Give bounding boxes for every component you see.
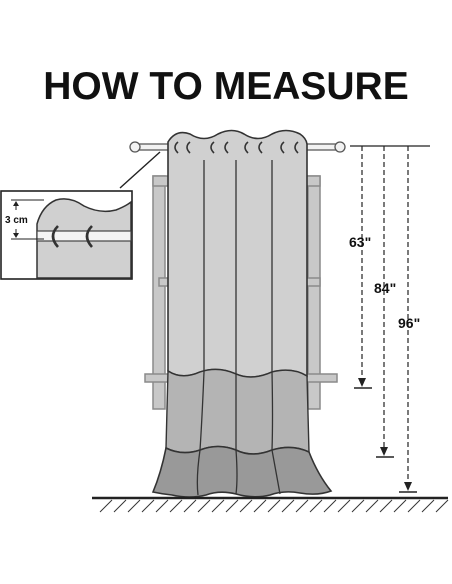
grommet-ring-1 (174, 141, 179, 154)
inset-rod (36, 230, 132, 242)
page-title: HOW TO MEASURE (43, 65, 409, 108)
measure-84-arrowhead (380, 447, 388, 456)
inset-gap-label: 3 cm (5, 215, 28, 226)
measure-96-label: 96" (398, 315, 420, 331)
inset-dim-upper-arrowhead (13, 201, 19, 206)
grommet-rings (174, 141, 299, 154)
measurements: 63" 84" 96" (349, 145, 430, 493)
grommet-ring-4 (224, 141, 229, 154)
rod-finial-left (129, 141, 141, 153)
grommet-ring-8 (294, 141, 299, 154)
curtain-middle (165, 368, 310, 455)
floor-hatching (99, 499, 449, 513)
inset-dim-lower-arrowhead (13, 233, 19, 238)
grommet-ring-5 (244, 141, 249, 154)
measure-63-label: 63" (349, 234, 371, 250)
grommet-ring-6 (258, 141, 263, 154)
curtain-fold-1 (196, 160, 205, 496)
measure-63-arrowhead (358, 378, 366, 387)
grommet-ring-7 (280, 141, 285, 154)
grommet-ring-3 (210, 141, 215, 154)
curtain-fold-2 (235, 160, 238, 495)
grommet-ring-2 (186, 141, 191, 154)
rod-finial-right (334, 141, 346, 153)
curtain-lower (151, 445, 333, 498)
inset-grommet-right (85, 225, 93, 248)
floor (92, 496, 449, 513)
measure-84-label: 84" (374, 280, 396, 296)
inset-grommet-left (51, 225, 59, 248)
curtain-upper (167, 129, 308, 378)
inset-callout-line (119, 151, 161, 189)
detail-inset: 3 cm (0, 190, 133, 280)
curtain (151, 129, 333, 498)
measure-96-arrowhead (404, 482, 412, 491)
curtain-fold-3 (271, 160, 281, 495)
